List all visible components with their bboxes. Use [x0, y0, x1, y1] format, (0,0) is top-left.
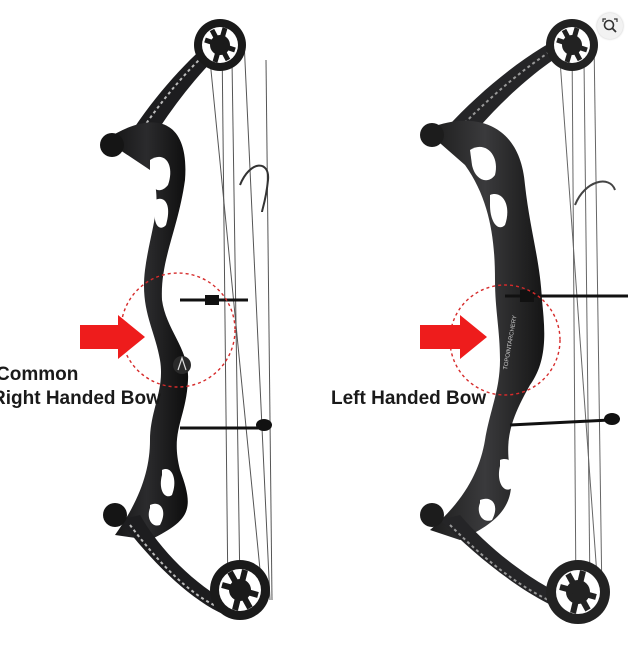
- red-arrow-icon: [80, 315, 145, 359]
- lower-limb: [120, 515, 230, 615]
- left-handed-bow: TOPOINTARCHERY: [420, 19, 628, 624]
- riser: [105, 122, 189, 540]
- riser: [425, 120, 545, 541]
- bow-strings: [209, 39, 273, 601]
- bottom-cam: [546, 560, 610, 624]
- lower-limb: [440, 515, 580, 615]
- right-handed-bow-label: Right Handed Bow: [0, 388, 161, 409]
- bow-strings: [559, 39, 603, 601]
- grip-highlight-circle: [449, 284, 561, 396]
- grip-highlight-circle: [120, 272, 236, 388]
- common-label: Common: [0, 364, 79, 385]
- top-cam: [546, 19, 598, 71]
- zoom-search-button[interactable]: [597, 13, 623, 39]
- left-handed-bow-label: Left Handed Bow: [331, 388, 487, 409]
- bottom-cam: [210, 560, 270, 620]
- red-arrow-icon: [420, 315, 487, 359]
- zoom-search-icon: [602, 18, 618, 33]
- top-cam: [194, 19, 246, 71]
- right-handed-bow: [80, 19, 273, 620]
- upper-limb: [440, 30, 580, 148]
